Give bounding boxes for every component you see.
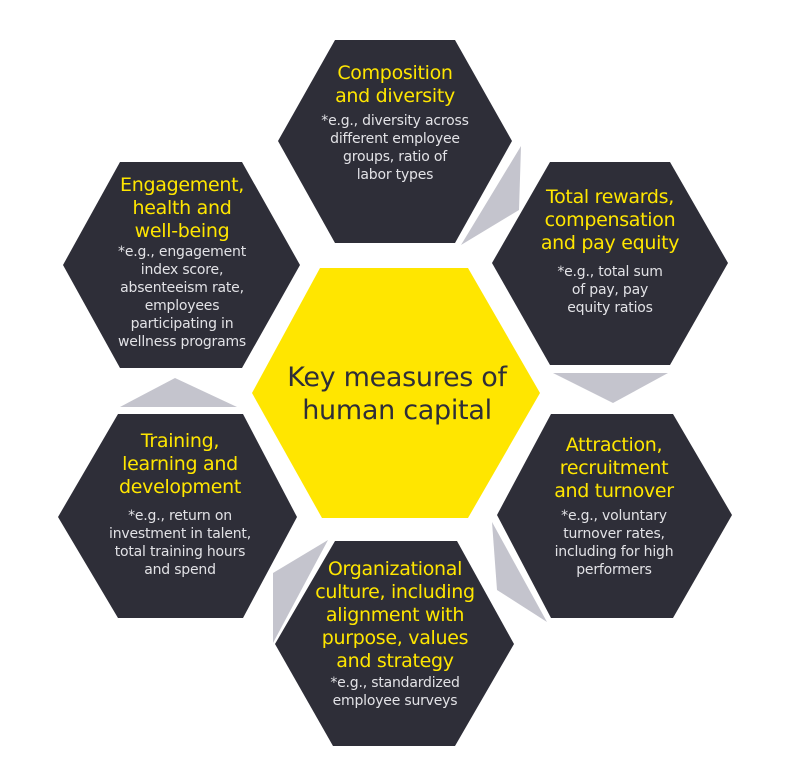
center-title-line: Key measures of [287, 362, 507, 393]
desc-line: performers [576, 562, 652, 578]
title-line: compensation [544, 209, 676, 231]
hexagon-bottom-left-label: Training, learning and development *e.g.… [82, 430, 278, 600]
hexagon-top-left-label: Engagement, health and well-being *e.g.,… [84, 174, 280, 364]
desc-line: *e.g., return on [128, 508, 232, 524]
desc-line: turnover rates, [563, 526, 665, 542]
hexagon-bottom-right [497, 414, 732, 618]
title-line: and strategy [336, 650, 454, 672]
title-line: and pay equity [540, 232, 680, 254]
title-line: recruitment [559, 457, 669, 479]
center-title-line: human capital [302, 395, 492, 426]
hexagon-bottom-title: Organizational culture, including alignm… [315, 558, 475, 673]
hexagon-top-left-description: *e.g., engagement index score, absenteei… [118, 243, 246, 351]
desc-line: absenteeism rate, [120, 280, 244, 296]
desc-line: and spend [144, 562, 216, 578]
center-title: Key measures of human capital [287, 361, 507, 427]
desc-line: including for high [554, 544, 674, 560]
hexagon-bottom-left-title: Training, learning and development [119, 430, 241, 499]
hexagon-top-left-title: Engagement, health and well-being [120, 174, 244, 243]
title-line: Total rewards, [546, 186, 674, 208]
center-label: Key measures of human capital [272, 340, 522, 448]
desc-line: employee surveys [332, 693, 458, 709]
hexagon-bottom-right-description: *e.g., voluntary turnover rates, includi… [555, 507, 674, 579]
desc-line: *e.g., engagement [118, 244, 246, 260]
hexagon-top [278, 40, 512, 243]
hexagon-bottom-left-description: *e.g., return on investment in talent, t… [109, 507, 251, 579]
hexagon-top-right-title: Total rewards, compensation and pay equi… [540, 186, 680, 255]
desc-line: *e.g., voluntary [561, 508, 667, 524]
title-line: Training, [140, 430, 220, 452]
title-line: purpose, values [321, 627, 469, 649]
desc-line: wellness programs [117, 334, 247, 350]
connector-arrow-bottomright-to-bottom [492, 522, 547, 622]
hexagon-top-right-label: Total rewards, compensation and pay equi… [515, 186, 705, 346]
title-line: health and [132, 197, 232, 219]
desc-line: participating in [130, 316, 234, 332]
hexagon-center [252, 268, 540, 518]
hexagon-top-description: *e.g., diversity across different employ… [321, 112, 469, 184]
connector-arrow-bottomleft-to-topleft [120, 378, 237, 407]
desc-line: *e.g., standardized [330, 675, 460, 691]
hexagon-top-left [63, 162, 300, 368]
title-line: alignment with [325, 604, 465, 626]
hexagon-bottom-label: Organizational culture, including alignm… [300, 558, 490, 728]
title-line: development [118, 476, 242, 498]
title-line: learning and [122, 453, 238, 475]
desc-line: groups, ratio of [343, 149, 447, 165]
desc-line: equity ratios [567, 300, 653, 316]
title-line: and diversity [335, 85, 455, 107]
hexagon-top-title: Composition and diversity [335, 62, 455, 108]
desc-line: different employee [330, 131, 460, 147]
desc-line: labor types [356, 167, 434, 183]
title-line: well-being [134, 220, 230, 242]
connector-arrow-top-to-topright [461, 146, 521, 245]
hexagon-top-label: Composition and diversity *e.g., diversi… [300, 62, 490, 212]
hexagon-top-right [492, 162, 728, 365]
hexagon-bottom-right-title: Attraction, recruitment and turnover [554, 434, 674, 503]
title-line: Engagement, [120, 174, 244, 196]
connector-arrow-topright-to-bottomright [553, 373, 668, 403]
title-line: and turnover [554, 480, 674, 502]
hexagon-bottom-left [58, 414, 297, 618]
desc-line: index score, [140, 262, 224, 278]
desc-line: *e.g., diversity across [321, 113, 469, 129]
desc-line: investment in talent, [109, 526, 251, 542]
desc-line: of pay, pay [571, 282, 649, 298]
hexagon-top-right-description: *e.g., total sum of pay, pay equity rati… [557, 263, 663, 317]
desc-line: employees [144, 298, 220, 314]
desc-line: total training hours [114, 544, 246, 560]
title-line: Organizational [327, 558, 463, 580]
connector-arrow-bottom-to-bottomleft [273, 540, 328, 643]
title-line: Composition [337, 62, 453, 84]
hexagon-bottom-description: *e.g., standardized employee surveys [330, 674, 460, 710]
desc-line: *e.g., total sum [557, 264, 663, 280]
hexagon-bottom [275, 541, 514, 746]
title-line: culture, including [315, 581, 475, 603]
title-line: Attraction, [565, 434, 663, 456]
hexagon-bottom-right-label: Attraction, recruitment and turnover *e.… [519, 434, 709, 604]
